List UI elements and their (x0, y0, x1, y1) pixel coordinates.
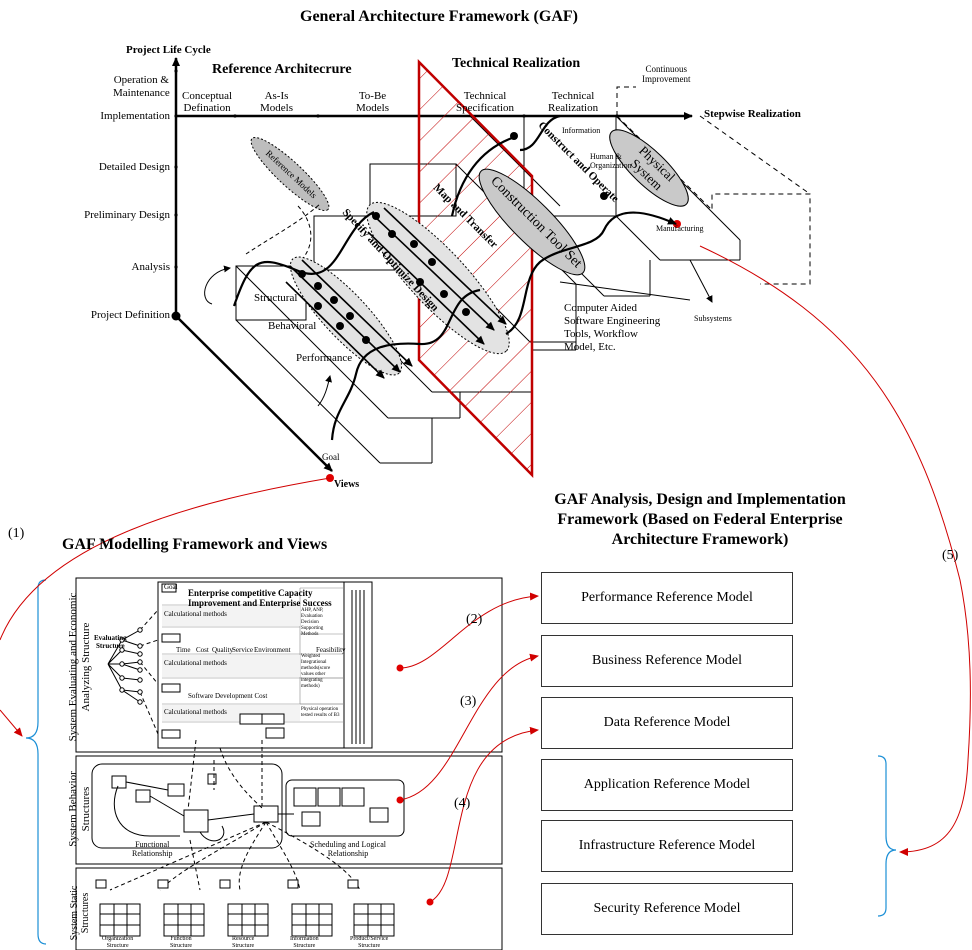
manufacturing-label: Manufacturing (656, 224, 704, 233)
eval-right-3: Physical operation tested results of B3 (301, 707, 340, 718)
design-capsules (285, 201, 510, 379)
human-organization-label: Human &Organization (590, 152, 632, 170)
section-behavior: System Behavior Structures (67, 771, 92, 847)
criteria-time: Time (176, 646, 191, 654)
eval-calc-3: Calculational methods (164, 708, 227, 716)
modelling-framework-title: GAF Modelling Framework and Views (62, 536, 328, 553)
criteria-environment: Environment (254, 646, 291, 654)
gaf-title: General Architecture Framework (GAF) (300, 8, 578, 25)
analysis-framework-title: GAF Analysis, Design and Implementation … (554, 491, 846, 548)
eval-right-2: Weighted Integrational methods(score val… (301, 654, 331, 689)
marker-3: (3) (460, 694, 477, 709)
application-reference-model: Application Reference Model (541, 759, 793, 811)
stepwise-realization-label: Stepwise Realization (704, 108, 801, 120)
level-detailed-design: Detailed Design (98, 161, 170, 173)
marker-4: (4) (454, 796, 471, 811)
section-static: System Static Structures (69, 885, 91, 941)
marker-2: (2) (466, 612, 483, 627)
views-label: Views (334, 479, 360, 490)
criteria-service: Service (232, 646, 253, 654)
eval-goal: Goal (164, 583, 178, 591)
subsystems-label: Subsystems (694, 314, 732, 323)
reference-arch-title: Reference Architecrure (212, 62, 352, 77)
eval-right-1: AHP, ANP, Evaluation Decision Supporting… (301, 608, 324, 637)
criteria-quality: Quality (212, 646, 233, 654)
marker-1: (1) (8, 526, 25, 541)
software-dev-cost: Software Development Cost (188, 692, 268, 700)
performance-label: Performance (296, 352, 353, 364)
technical-realization-title: Technical Realization (452, 56, 581, 71)
red-connectors (0, 245, 971, 903)
information-label: Information (562, 126, 601, 135)
realization-ellipses (478, 129, 689, 276)
marker-5: (5) (942, 548, 959, 563)
eval-calc-1: Calculational methods (164, 610, 227, 618)
data-reference-model: Data Reference Model (541, 697, 793, 749)
level-preliminary-design: Preliminary Design (84, 209, 170, 221)
behavioral-label: Behavioral (268, 320, 317, 332)
performance-reference-model: Performance Reference Model (541, 572, 793, 624)
flow-curves (204, 114, 677, 441)
static-structure-icons (95, 879, 395, 937)
reference-models-capsule (250, 136, 330, 265)
level-operation: Operation &Maintenance (113, 74, 170, 99)
level-project-definition: Project Definition (90, 309, 170, 321)
business-reference-model: Business Reference Model (541, 635, 793, 687)
dashed-links (109, 739, 361, 891)
blue-brackets (25, 579, 897, 945)
criteria-cost: Cost (196, 646, 209, 654)
continuous-improvement-arrows (616, 86, 811, 285)
infrastructure-reference-model: Infrastructure Reference Model (541, 820, 793, 872)
structural-label: Structural (254, 292, 298, 304)
level-implementation: Implementation (100, 110, 170, 122)
goal-label: Goal (322, 452, 340, 462)
criteria-feasibility: Feasibility (316, 646, 346, 654)
level-analysis: Analysis (131, 261, 171, 273)
project-life-cycle-label: Project Life Cycle (126, 44, 211, 56)
security-reference-model: Security Reference Model (541, 883, 793, 935)
evaluating-tree (107, 609, 159, 735)
eval-calc-2: Calculational methods (164, 659, 227, 667)
section-evaluating: System Evaluating and Economic Analyzing… (67, 592, 92, 742)
